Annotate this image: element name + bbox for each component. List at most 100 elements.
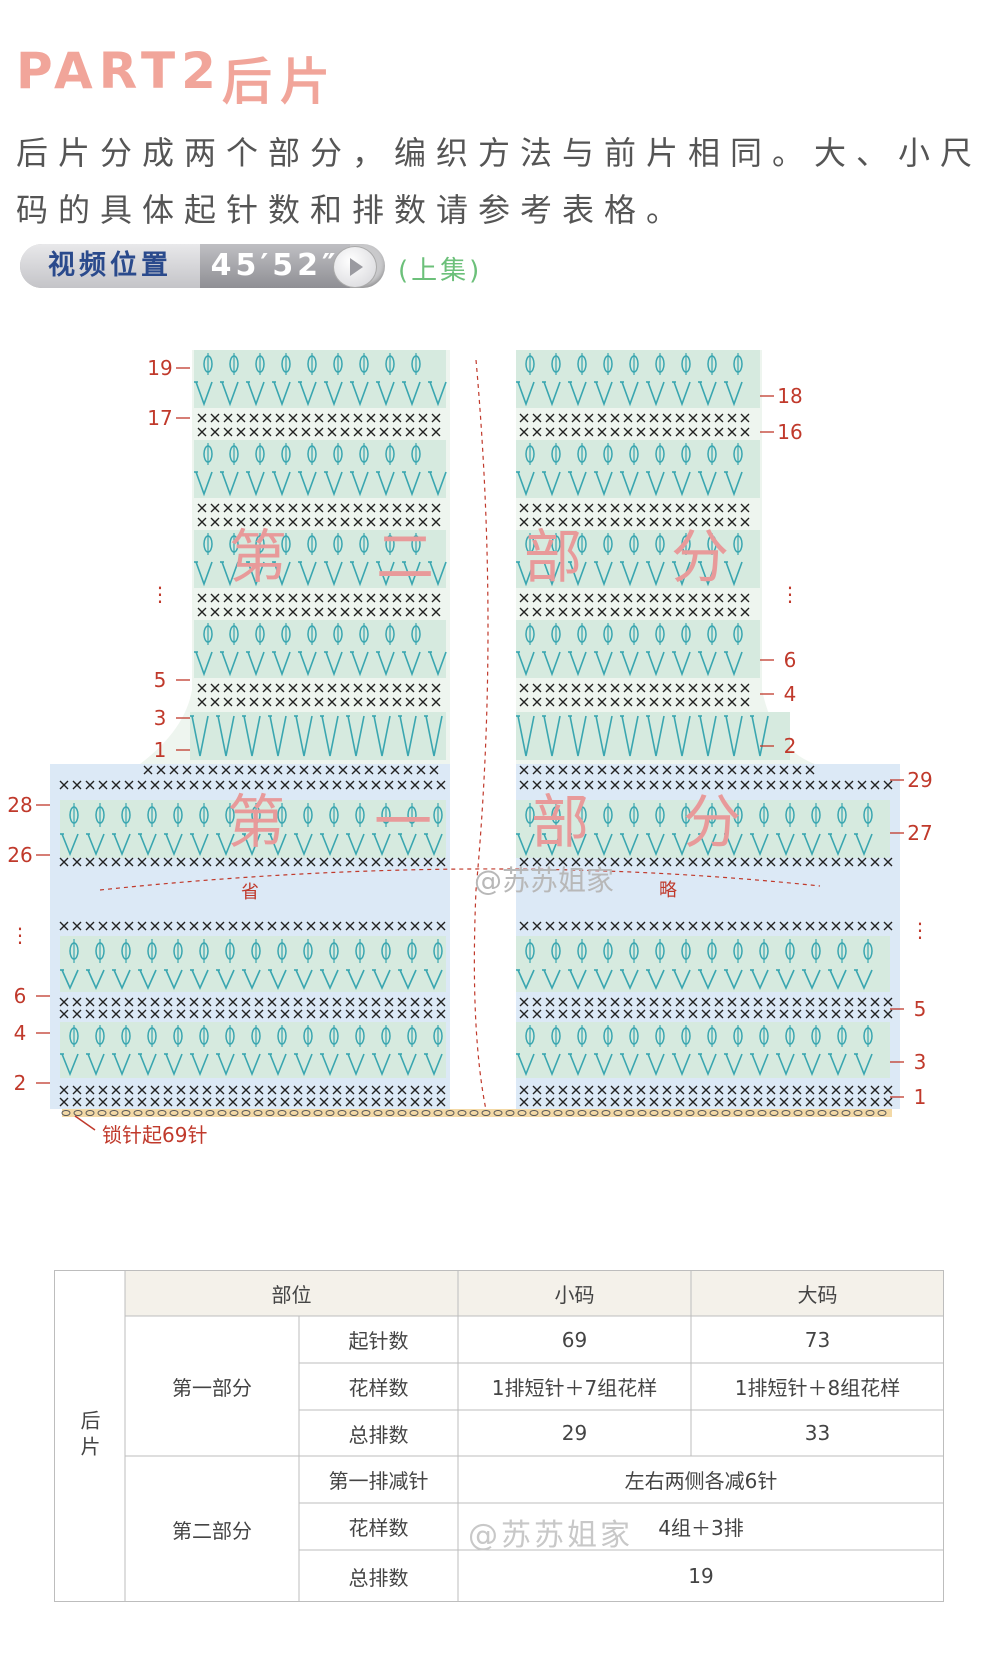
- sc-stitch: [688, 921, 698, 931]
- v-stitch: [803, 969, 821, 990]
- sc-stitch: [610, 780, 620, 790]
- sc-stitch: [241, 1097, 251, 1107]
- sc-stitch: [558, 921, 568, 931]
- chain-stitch: [841, 1110, 851, 1116]
- sc-stitch: [262, 593, 272, 603]
- sc-stitch: [254, 780, 264, 790]
- sc-stitch: [340, 427, 350, 437]
- section-label-part1: 一: [374, 788, 432, 856]
- sc-stitch: [410, 921, 420, 931]
- play-icon[interactable]: [333, 246, 377, 288]
- row-number: ⋮: [780, 582, 800, 606]
- sc-stitch: [779, 857, 789, 867]
- v-stitch: [621, 381, 639, 407]
- sc-stitch: [883, 1009, 893, 1019]
- sc-stitch: [314, 697, 324, 707]
- sc-stitch: [584, 997, 594, 1007]
- sc-stitch: [288, 427, 298, 437]
- sc-stitch: [857, 1097, 867, 1107]
- sc-stitch: [818, 857, 828, 867]
- chain-stitch: [85, 1110, 95, 1116]
- sc-stitch: [353, 427, 363, 437]
- sc-stitch: [740, 1085, 750, 1095]
- sc-stitch: [701, 593, 711, 603]
- sc-stitch: [236, 517, 246, 527]
- sc-stitch: [857, 921, 867, 931]
- sc-stitch: [740, 413, 750, 423]
- sc-stitch: [545, 683, 555, 693]
- sc-stitch: [688, 427, 698, 437]
- sc-stitch: [150, 780, 160, 790]
- sc-stitch: [85, 780, 95, 790]
- sc-stitch: [727, 997, 737, 1007]
- chain-stitch: [265, 1110, 275, 1116]
- sc-stitch: [436, 1097, 446, 1107]
- row-number: 16: [777, 420, 802, 444]
- sc-stitch: [293, 780, 303, 790]
- sc-stitch: [675, 517, 685, 527]
- chain-stitch: [253, 1110, 263, 1116]
- video-position-badge: 视频位置 45′52″: [20, 244, 385, 288]
- sc-stitch: [280, 780, 290, 790]
- sc-stitch: [883, 780, 893, 790]
- v-stitch: [517, 651, 535, 677]
- sc-stitch: [519, 1097, 529, 1107]
- sc-stitch: [701, 413, 711, 423]
- sc-stitch: [260, 765, 270, 775]
- table-row-item: 起针数: [348, 1329, 409, 1353]
- chain-stitch: [361, 1110, 371, 1116]
- v-stitch: [543, 969, 561, 990]
- sc-stitch: [519, 413, 529, 423]
- sc-stitch: [189, 857, 199, 867]
- sc-stitch: [241, 857, 251, 867]
- sc-stitch: [519, 593, 529, 603]
- sc-stitch: [610, 1085, 620, 1095]
- sc-stitch: [558, 517, 568, 527]
- sc-stitch: [249, 593, 259, 603]
- v-stitch: [517, 969, 535, 990]
- sc-stitch: [662, 413, 672, 423]
- sc-stitch: [870, 921, 880, 931]
- sc-stitch: [189, 1097, 199, 1107]
- sc-stitch: [779, 1085, 789, 1095]
- sc-stitch: [636, 1085, 646, 1095]
- sc-stitch: [379, 413, 389, 423]
- sc-stitch: [662, 607, 672, 617]
- sc-stitch: [358, 997, 368, 1007]
- v-stitch: [243, 833, 261, 857]
- sc-stitch: [215, 1085, 225, 1095]
- sc-stitch: [379, 683, 389, 693]
- sc-stitch: [649, 683, 659, 693]
- sc-stitch: [288, 697, 298, 707]
- sc-stitch: [623, 517, 633, 527]
- chain-stitch: [817, 1110, 827, 1116]
- sc-stitch: [766, 780, 776, 790]
- chain-stitch: [649, 1110, 659, 1116]
- sc-stitch: [571, 997, 581, 1007]
- sc-stitch: [857, 857, 867, 867]
- chain-stitch: [745, 1110, 755, 1116]
- row-number: 1: [154, 738, 167, 762]
- sc-stitch: [688, 1009, 698, 1019]
- v-stitch: [243, 715, 261, 757]
- sc-stitch: [753, 780, 763, 790]
- size-table: 后片 部位 小码 大码 第一部分 起针数 69 73 花样数 1排短针＋7组花样…: [54, 1270, 944, 1602]
- v-stitch: [673, 561, 691, 587]
- sc-stitch: [345, 1085, 355, 1095]
- chain-stitch: [685, 1110, 695, 1116]
- sc-stitch: [545, 780, 555, 790]
- chain-stitch: [517, 1110, 527, 1116]
- sc-stitch: [314, 683, 324, 693]
- sc-stitch: [423, 921, 433, 931]
- sc-stitch: [831, 921, 841, 931]
- chain-stitch: [157, 1110, 167, 1116]
- sc-stitch: [275, 683, 285, 693]
- sc-stitch: [597, 697, 607, 707]
- sc-stitch: [275, 607, 285, 617]
- sc-stitch: [545, 427, 555, 437]
- sc-stitch: [98, 1085, 108, 1095]
- sc-stitch: [740, 683, 750, 693]
- sc-stitch: [519, 765, 529, 775]
- sc-stitch: [883, 997, 893, 1007]
- sc-stitch: [137, 997, 147, 1007]
